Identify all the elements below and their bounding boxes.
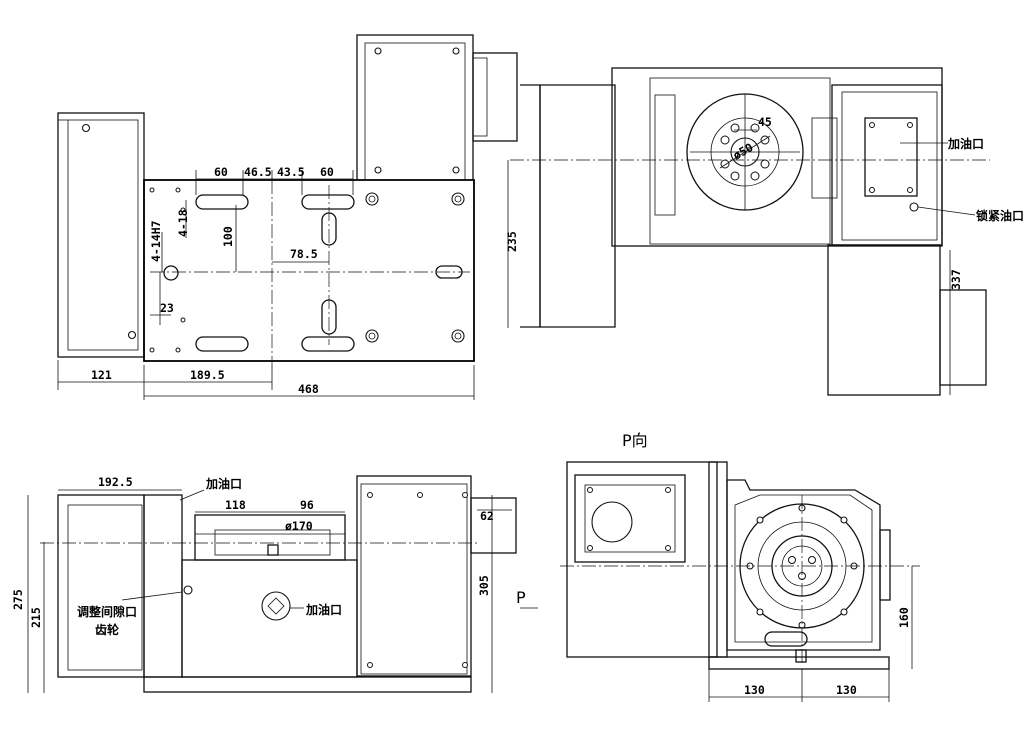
dim-337: 337	[949, 269, 963, 290]
dim-118: 118	[225, 498, 246, 512]
dim-235: 235	[505, 231, 519, 252]
label-gear: 齿轮	[95, 622, 120, 637]
view-title-p-direction: P向	[622, 431, 648, 450]
dim-4-18: 4-18	[176, 209, 190, 237]
dim-43-5: 43.5	[277, 165, 305, 179]
label-oil-inlet-top-right: 加油口	[947, 136, 984, 151]
dim-23: 23	[160, 301, 174, 315]
dim-215: 215	[29, 607, 43, 628]
dim-189-5: 189.5	[190, 368, 225, 382]
dim-192-5: 192.5	[98, 475, 133, 489]
dim-phi-170: ø170	[285, 519, 313, 533]
dim-60-left: 60	[214, 165, 228, 179]
dim-4-14h7: 4-14H7	[149, 220, 163, 262]
bottom-right-dims: P向 160 130 130	[622, 431, 911, 697]
dim-130-right: 130	[836, 683, 857, 697]
top-right-view	[507, 67, 990, 396]
motor-housing	[57, 112, 145, 358]
bottom-right-view	[560, 461, 920, 702]
top-left-dims: 60 46.5 43.5 60 4-18 100 4-14H7 78.5 23 …	[91, 165, 334, 396]
top-left-view	[57, 34, 518, 400]
main-plate	[143, 179, 475, 362]
label-lock-oil-inlet: 锁紧油口	[976, 208, 1024, 223]
label-oil-inlet-mid: 加油口	[305, 602, 342, 617]
oil-plug	[261, 591, 291, 621]
dim-46-5: 46.5	[244, 165, 272, 179]
dim-62: 62	[480, 509, 494, 523]
bottom-left-dims: 192.5 118 96 ø170 62 275 215 305 加油口 加油口…	[11, 475, 526, 637]
dim-121: 121	[91, 368, 112, 382]
bottom-left-view	[27, 475, 538, 693]
dim-130-left: 130	[744, 683, 765, 697]
dim-160: 160	[897, 607, 911, 628]
dim-96: 96	[300, 498, 314, 512]
label-oil-inlet-top: 加油口	[205, 476, 242, 491]
dim-275: 275	[11, 589, 25, 610]
dim-45: 45	[758, 115, 772, 129]
dim-305: 305	[477, 575, 491, 596]
dim-100: 100	[221, 226, 235, 247]
label-arrow-p: P	[516, 588, 526, 607]
label-gap-adjust: 调整间隙口	[77, 604, 137, 619]
side-flange	[472, 52, 518, 142]
dim-78-5: 78.5	[290, 247, 318, 261]
dim-60-right: 60	[320, 165, 334, 179]
dim-468: 468	[298, 382, 319, 396]
upper-box	[356, 34, 474, 181]
